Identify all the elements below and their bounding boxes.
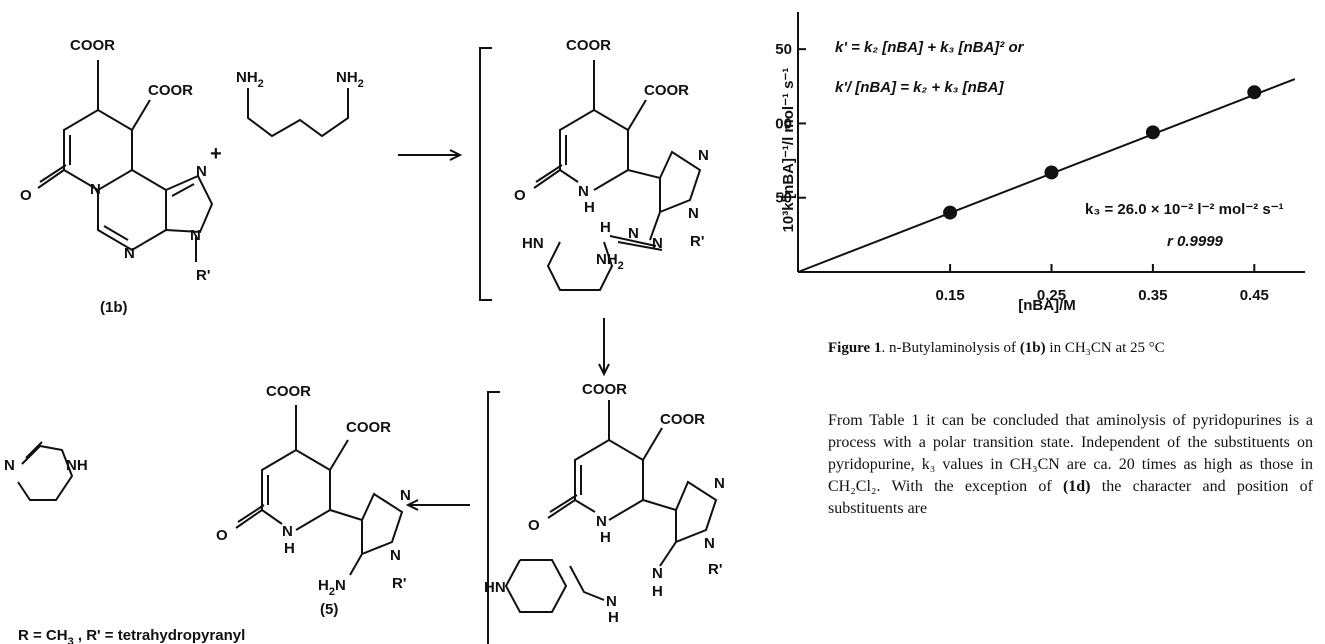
hydrogen-label: H — [652, 583, 663, 600]
coor-label: COOR — [148, 82, 193, 99]
hydrogen-label: H — [608, 609, 619, 626]
figure-caption: Figure 1. n-Butylaminolysis of (1b) in C… — [828, 340, 1165, 356]
nitrogen-label: N — [704, 535, 715, 552]
reaction-scheme: COOR COOR O N N N N R' (1b) + NH2 NH2 CO… — [4, 37, 725, 644]
plus-sign: + — [210, 143, 222, 165]
substituent-legend: R = CH3 , R' = tetrahydropyranyl — [18, 627, 245, 644]
x-tick-label: 0.15 — [935, 287, 964, 304]
nitrogen-label: N — [652, 235, 663, 252]
coor-label: COOR — [660, 411, 705, 428]
nitrogen-label: N — [124, 245, 135, 262]
nitrogen-label: N — [400, 487, 411, 504]
kinetics-chart: 0.15 0.25 0.35 0.45 50 100 150 k' = k₂ [nBA] +… — [775, 12, 1305, 314]
hydrogen-label: H — [600, 529, 611, 546]
oxygen-label: O — [20, 187, 32, 204]
amine-label: NH2 — [596, 251, 624, 272]
r-prime-label: R' — [690, 233, 704, 250]
r-prime-label: R' — [196, 267, 210, 284]
rate-equation-2: k'/ [nBA] = k₂ + k₃ [nBA] — [835, 79, 1004, 96]
amine-label: NH2 — [336, 69, 364, 90]
nitrogen-label: N — [628, 225, 639, 242]
x-axis-label: [nBA]/M — [1018, 297, 1075, 314]
data-point — [1145, 125, 1160, 140]
coor-label: COOR — [582, 381, 627, 398]
hydrogen-label: H — [584, 199, 595, 216]
hn-label: HN — [484, 579, 506, 596]
nitrogen-label: N — [652, 565, 663, 582]
coor-label: COOR — [644, 82, 689, 99]
nitrogen-label: N — [90, 181, 101, 198]
nitrogen-label: N — [196, 163, 207, 180]
oxygen-label: O — [514, 187, 526, 204]
y-tick-label: 100 — [775, 115, 792, 132]
compound-label-1b: (1b) — [100, 299, 128, 316]
x-tick-label: 0.25 — [1037, 287, 1066, 304]
nitrogen-label: N — [698, 147, 709, 164]
nh-label: NH — [66, 457, 88, 474]
coor-label: COOR — [346, 419, 391, 436]
amine-label: NH2 — [236, 69, 264, 90]
y-axis-label: 10³k'[nBA]⁻¹/l mol⁻¹ s⁻¹ — [780, 68, 797, 233]
rate-equation-1: k' = k₂ [nBA] + k₃ [nBA]² or — [835, 39, 1025, 56]
nitrogen-label: N — [190, 227, 201, 244]
y-tick-label: 150 — [775, 41, 792, 58]
amine-label: H2N — [318, 577, 346, 598]
nitrogen-label: N — [578, 183, 589, 200]
nitrogen-label: N — [4, 457, 15, 474]
correlation-annotation: r 0.9999 — [1167, 233, 1224, 250]
k3-annotation: k₃ = 26.0 × 10⁻² l⁻² mol⁻² s⁻¹ — [1085, 201, 1284, 218]
x-tick-label: 0.35 — [1138, 287, 1167, 304]
hydrogen-label: H — [284, 540, 295, 557]
hydrogen-label: H — [600, 219, 611, 236]
nitrogen-label: N — [714, 475, 725, 492]
compound-label-5: (5) — [320, 601, 338, 618]
nitrogen-label: N — [282, 523, 293, 540]
oxygen-label: O — [216, 527, 228, 544]
nitrogen-label: N — [390, 547, 401, 564]
data-point — [943, 205, 958, 220]
nitrogen-label: N — [606, 593, 617, 610]
r-prime-label: R' — [392, 575, 406, 592]
oxygen-label: O — [528, 517, 540, 534]
nitrogen-label: N — [688, 205, 699, 222]
y-tick-label: 50 — [775, 190, 792, 207]
data-point — [1044, 165, 1059, 180]
coor-label: COOR — [566, 37, 611, 54]
coor-label: COOR — [70, 37, 115, 54]
hn-label: HN — [522, 235, 544, 252]
data-point — [1247, 85, 1262, 100]
r-prime-label: R' — [708, 561, 722, 578]
coor-label: COOR — [266, 383, 311, 400]
x-tick-label: 0.45 — [1240, 287, 1269, 304]
body-paragraph: From Table 1 it can be concluded that am… — [828, 412, 1313, 517]
nitrogen-label: N — [596, 513, 607, 530]
